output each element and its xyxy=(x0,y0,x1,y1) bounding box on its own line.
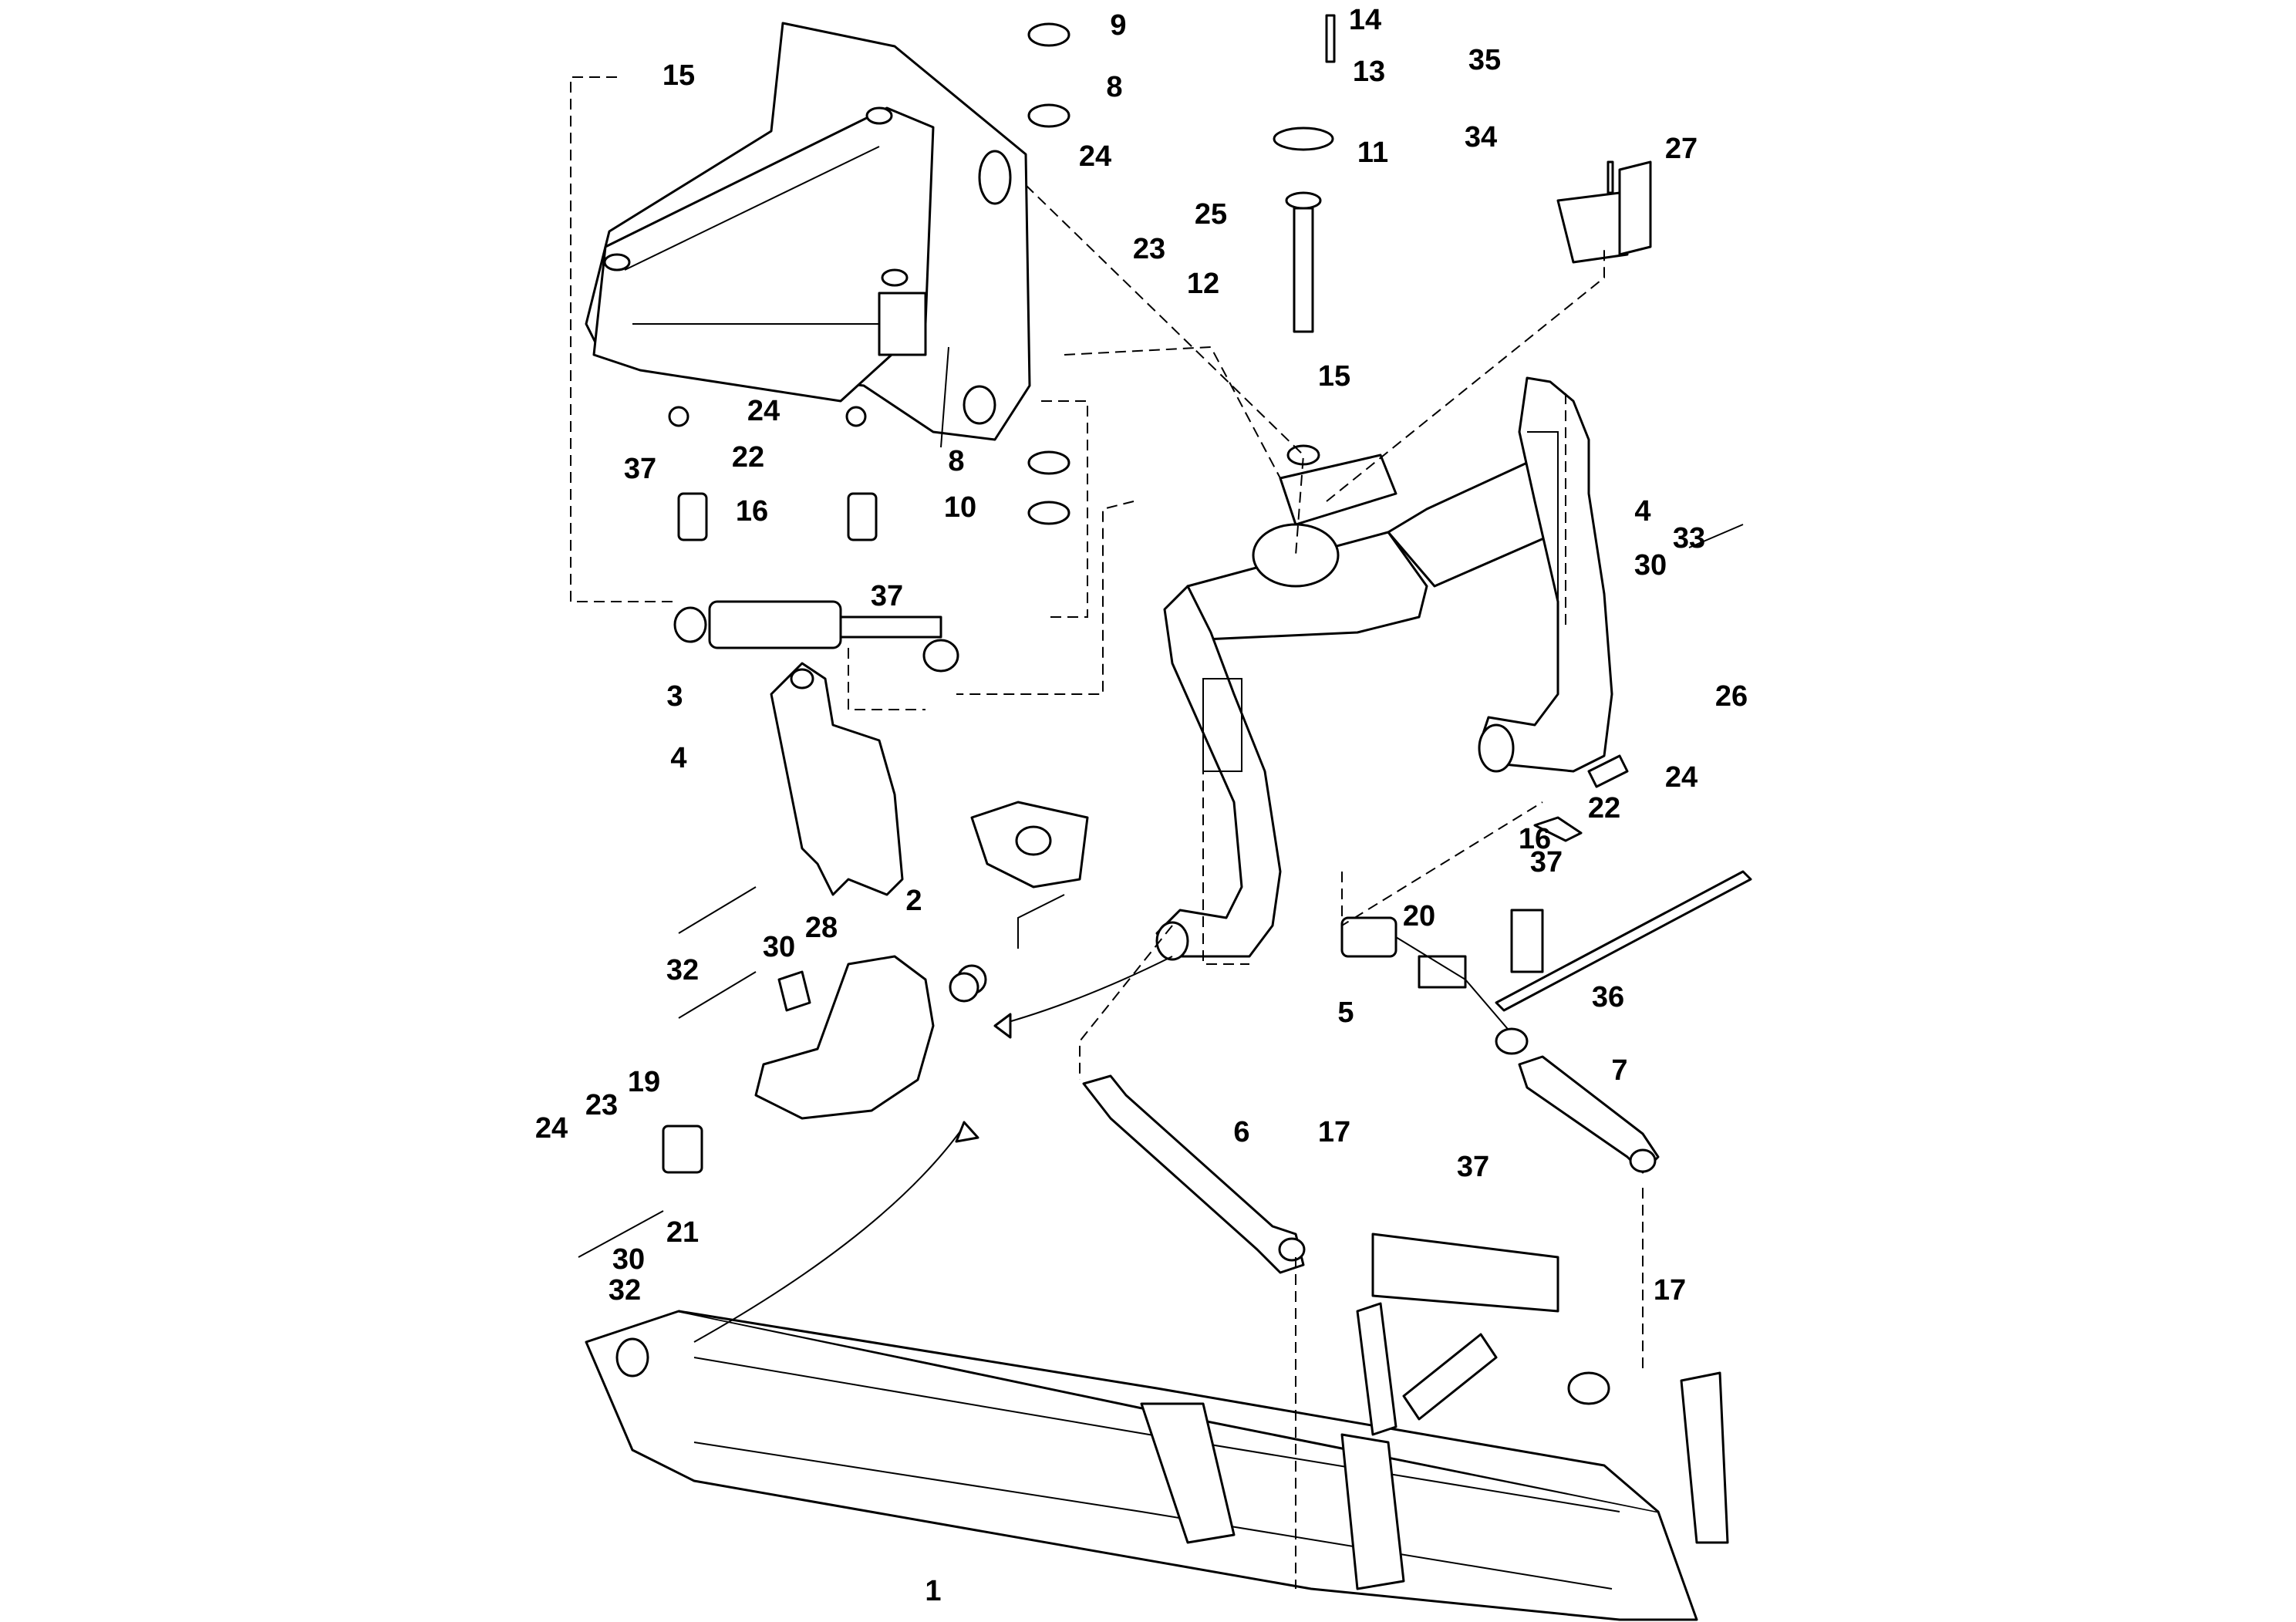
inset-detail xyxy=(956,801,1089,995)
callout-label: 24 xyxy=(535,1112,568,1145)
callout-label: 24 xyxy=(747,395,780,427)
callout-label: 32 xyxy=(666,954,699,986)
callout-label: 10 xyxy=(944,491,976,524)
callout-label: 1 xyxy=(925,1575,941,1607)
right-cylinder xyxy=(1340,916,1529,1055)
rod-6 xyxy=(1082,1074,1306,1274)
callout-label: 14 xyxy=(1349,4,1381,36)
rod-7 xyxy=(1518,1055,1660,1174)
callout-label: 26 xyxy=(1715,680,1748,713)
callout-label: 11 xyxy=(1357,137,1388,169)
top-bracket-assembly xyxy=(585,22,1031,441)
callout-label: 30 xyxy=(612,1243,645,1276)
callout-label: 34 xyxy=(1465,121,1497,153)
callout-label: 37 xyxy=(1457,1151,1489,1183)
direction-arrows xyxy=(693,956,1173,1343)
callout-label: 21 xyxy=(666,1216,699,1249)
callout-label: 24 xyxy=(1079,140,1111,173)
callout-label: 22 xyxy=(1588,792,1620,824)
callout-label: 33 xyxy=(1673,522,1705,555)
callout-label: 27 xyxy=(1665,133,1698,165)
callout-label: 3 xyxy=(666,680,683,713)
callout-label: 6 xyxy=(1233,1116,1249,1148)
callout-label: 25 xyxy=(1195,198,1227,231)
left-plate xyxy=(770,662,904,896)
callout-label: 5 xyxy=(1337,996,1354,1029)
callout-label: 9 xyxy=(1110,9,1126,42)
callout-label: 24 xyxy=(1665,761,1698,794)
callout-label: 22 xyxy=(732,441,764,474)
callout-label: 17 xyxy=(1654,1274,1686,1307)
callout-label: 37 xyxy=(624,453,656,485)
callout-label: 23 xyxy=(1133,233,1165,265)
callout-label: 7 xyxy=(1611,1054,1627,1087)
pivot-housing xyxy=(1186,444,1583,642)
callout-label: 28 xyxy=(805,912,838,944)
callout-label: 32 xyxy=(609,1274,641,1307)
callout-label: 15 xyxy=(663,59,695,92)
callout-label: 30 xyxy=(763,931,795,963)
callout-labels: 1234456788910111213141515161617171920212… xyxy=(535,4,1748,1607)
callout-label: 4 xyxy=(670,742,686,774)
callout-label: 15 xyxy=(1318,360,1350,393)
callout-label: 13 xyxy=(1353,56,1385,88)
callout-label: 23 xyxy=(585,1089,618,1121)
callout-label: 16 xyxy=(736,495,768,528)
assembly-lines xyxy=(570,76,1644,1589)
hydraulic-cylinder xyxy=(673,600,959,673)
hardware xyxy=(578,14,1744,1258)
callout-label: 12 xyxy=(1187,268,1219,300)
callout-label: 8 xyxy=(1106,71,1122,103)
callout-label: 36 xyxy=(1592,981,1624,1013)
callout-label: 37 xyxy=(1530,846,1563,878)
callout-label: 17 xyxy=(1318,1116,1350,1148)
callout-label: 35 xyxy=(1468,44,1501,76)
right-arm xyxy=(1478,376,1613,773)
callout-label: 20 xyxy=(1403,900,1435,932)
callout-label: 16 xyxy=(1519,823,1551,855)
callout-label: 2 xyxy=(905,885,922,917)
lower-left-plate xyxy=(754,955,935,1120)
callout-label: 19 xyxy=(628,1066,660,1098)
bar-36 xyxy=(1495,870,1752,1012)
callout-label: 37 xyxy=(871,580,903,612)
callout-label: 8 xyxy=(948,445,964,477)
callout-label: 30 xyxy=(1634,549,1667,582)
main-frame xyxy=(585,1233,1729,1621)
callout-label: 4 xyxy=(1634,495,1650,528)
center-arm xyxy=(1155,585,1282,961)
